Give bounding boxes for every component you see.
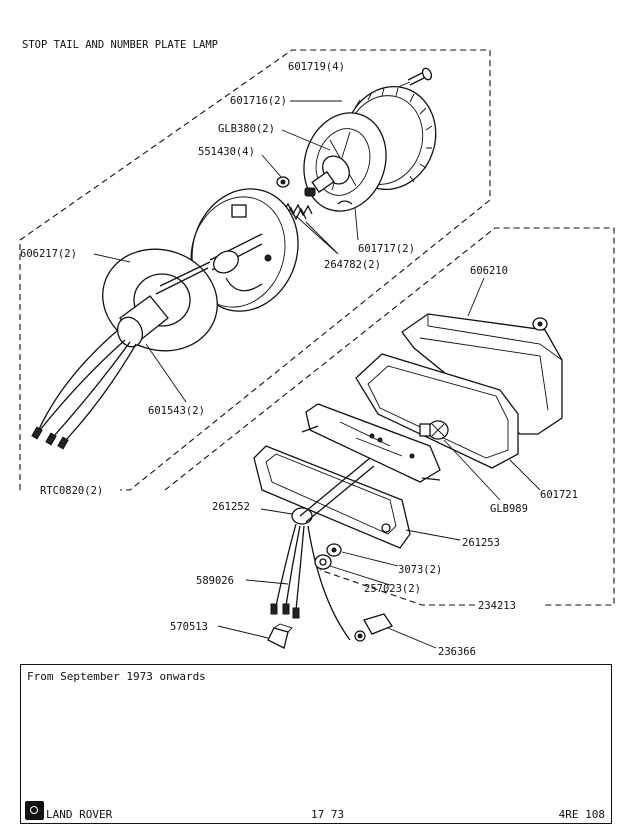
- wiring-leads-lower: [270, 523, 351, 641]
- nut-3073: [326, 543, 342, 557]
- grommet-601543: [116, 295, 169, 348]
- note-text: From September 1973 onwards: [27, 670, 206, 683]
- lamp-housing-606210: [401, 313, 563, 435]
- label-3073: 3073(2): [398, 564, 442, 576]
- housing-261253: [253, 445, 411, 549]
- lower-assembly-dashed-boundary: [164, 227, 615, 606]
- label-601543: 601543(2): [148, 405, 205, 417]
- label-570513: 570513: [170, 621, 208, 633]
- land-rover-leyland-logo-icon: [25, 801, 44, 820]
- label-264782: 264782(2): [324, 259, 381, 271]
- upper-assembly-dashed-boundary: [19, 49, 491, 491]
- bulb-GLB380: [311, 155, 350, 193]
- wiring-leads: [31, 261, 211, 450]
- label-601717: 601717(2): [358, 243, 415, 255]
- label-601721: 601721: [540, 489, 578, 501]
- diagram-title: STOP TAIL AND NUMBER PLATE LAMP: [22, 39, 218, 51]
- label-257023: 257023(2): [364, 583, 421, 595]
- lamp-base-plate: [190, 188, 299, 312]
- label-RTC0820: RTC0820(2): [40, 485, 103, 497]
- footer-brand: LAND ROVER: [46, 808, 113, 821]
- label-551430: 551430(4): [198, 146, 255, 158]
- footer-reference: 4RE 108: [558, 808, 605, 821]
- label-236366: 236366: [438, 646, 476, 658]
- exploded-parts-diagram: STOP TAIL AND NUMBER PLATE LAMP: [19, 39, 615, 658]
- bulb-GLB989: [419, 420, 449, 440]
- label-601719: 601719(4): [288, 61, 345, 73]
- label-589026: 589026: [196, 575, 234, 587]
- label-234213: 234213: [478, 600, 516, 612]
- notes-panel: From September 1973 onwards LAND ROVER 1…: [20, 664, 612, 824]
- washer-257023: [314, 554, 332, 570]
- leader-lines: [93, 100, 541, 649]
- label-GLB989: GLB989: [490, 503, 528, 515]
- footer-date: 17 73: [311, 808, 345, 821]
- label-261252: 261252: [212, 501, 250, 513]
- label-606210: 606210: [470, 265, 508, 277]
- lens-601721: [355, 353, 519, 469]
- label-601716: 601716(2): [230, 95, 287, 107]
- connector-570513: [267, 623, 293, 649]
- label-261253: 261253: [462, 537, 500, 549]
- clip-236366: [354, 613, 393, 642]
- label-GLB380: GLB380(2): [218, 123, 275, 135]
- nut-551430: [276, 176, 290, 188]
- bulb-holder-plate: [301, 403, 441, 483]
- grommet-261252: [291, 457, 375, 525]
- label-606217: 606217(2): [20, 248, 77, 260]
